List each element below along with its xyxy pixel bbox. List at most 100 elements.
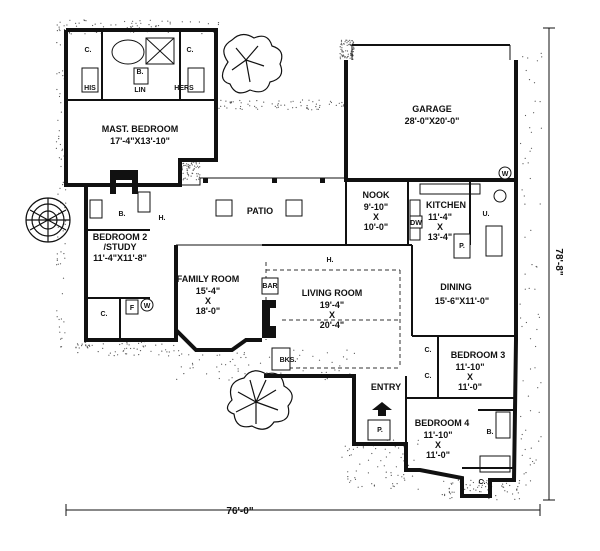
stipple-dot: [59, 29, 61, 32]
stipple-dot: [393, 485, 395, 488]
stipple-dot: [504, 490, 506, 492]
stipple-dot: [525, 429, 527, 431]
stipple-dot: [83, 19, 85, 21]
living-room-x: X: [329, 310, 335, 320]
stipple-dot: [287, 108, 289, 110]
stipple-dot: [195, 179, 197, 181]
stipple-dot: [218, 107, 220, 109]
stipple-dot: [299, 101, 302, 103]
stipple-dot: [521, 189, 523, 191]
stipple-dot: [441, 494, 443, 496]
stipple-dot: [371, 483, 373, 485]
stipple-dot: [539, 101, 541, 103]
stipple-dot: [231, 377, 233, 379]
stipple-dot: [444, 493, 446, 495]
stipple-dot: [124, 353, 127, 355]
stipple-dot: [449, 493, 452, 495]
closet-label: C.: [425, 373, 432, 380]
stipple-dot: [383, 465, 385, 467]
nook-x: X: [373, 212, 379, 222]
stipple-dot: [89, 345, 91, 347]
stipple-dot: [451, 483, 453, 485]
stipple-dot: [184, 164, 186, 166]
stipple-dot: [139, 20, 141, 22]
stipple-dot: [342, 104, 345, 106]
stipple-dot: [349, 43, 351, 46]
stipple-dot: [181, 21, 183, 23]
stipple-dot: [349, 57, 351, 59]
stipple-dot: [158, 354, 160, 356]
dining-size: 15'-6"X11'-0": [435, 296, 489, 306]
stipple-dot: [182, 172, 184, 174]
stipple-dot: [349, 41, 351, 43]
stipple-dot: [525, 321, 528, 324]
stipple-dot: [296, 358, 298, 360]
stipple-dot: [161, 343, 163, 345]
stipple-dot: [529, 457, 531, 459]
stipple-dot: [302, 370, 304, 372]
stipple-dot: [280, 104, 282, 106]
stipple-dot: [57, 193, 59, 195]
stipple-dot: [345, 50, 347, 52]
stipple-dot: [248, 364, 250, 366]
stipple-dot: [523, 195, 525, 197]
stipple-dot: [186, 165, 188, 167]
stipple-dot: [532, 460, 534, 463]
stipple-dot: [443, 480, 445, 482]
bath-tub: [479, 455, 511, 473]
stipple-dot: [534, 367, 536, 369]
stipple-dot: [520, 415, 522, 418]
stipple-dot: [237, 370, 239, 372]
stipple-dot: [96, 31, 98, 33]
depth-dimension-label: 78'-8": [553, 248, 564, 275]
stipple-dot: [58, 72, 60, 74]
stipple-dot: [308, 99, 310, 101]
stipple-dot: [56, 253, 58, 255]
stipple-dot: [344, 445, 346, 447]
stipple-dot: [403, 474, 405, 476]
stipple-dot: [240, 102, 242, 104]
stipple-dot: [186, 168, 188, 170]
stipple-dot: [343, 43, 345, 45]
exterior-wall-east-wing: [264, 180, 518, 498]
stipple-dot: [225, 100, 227, 102]
stipple-dot: [135, 22, 137, 24]
stipple-dot: [524, 288, 526, 290]
stipple-dot: [195, 166, 197, 168]
stipple-dot: [340, 42, 343, 44]
stipple-dot: [353, 46, 355, 48]
stipple-dot: [529, 338, 532, 340]
stipple-dot: [407, 464, 410, 466]
stipple-dot: [339, 365, 341, 367]
stipple-dot: [479, 491, 481, 493]
hers-label: HERS: [174, 85, 194, 92]
stipple-dot: [518, 498, 521, 500]
stipple-dot: [192, 367, 194, 369]
stipple-dot: [277, 103, 279, 105]
stipple-dot: [348, 448, 350, 450]
nook-width: 9'-10": [364, 202, 388, 212]
stipple-dot: [60, 102, 62, 104]
stipple-dot: [100, 22, 102, 24]
stipple-dot: [457, 479, 459, 481]
stipple-dot: [483, 481, 485, 483]
stipple-dot: [194, 165, 196, 167]
exterior-wall-family: [174, 250, 262, 352]
utility-label: U.: [483, 211, 490, 218]
stipple-dot: [259, 362, 262, 364]
stipple-dot: [240, 105, 242, 108]
stipple-dot: [538, 411, 540, 413]
stipple-dot: [56, 42, 58, 44]
stipple-dot: [465, 484, 467, 486]
stipple-dot: [197, 173, 199, 175]
bath-label: B.: [487, 429, 494, 436]
bath2-label: B.: [119, 211, 126, 218]
stipple-dot: [538, 316, 541, 318]
stipple-dot: [266, 372, 268, 374]
stipple-dot: [341, 51, 343, 53]
stipple-dot: [57, 119, 59, 121]
stipple-dot: [62, 277, 65, 279]
stipple-dot: [517, 486, 519, 488]
stipple-dot: [229, 361, 231, 363]
stipple-dot: [522, 56, 524, 58]
